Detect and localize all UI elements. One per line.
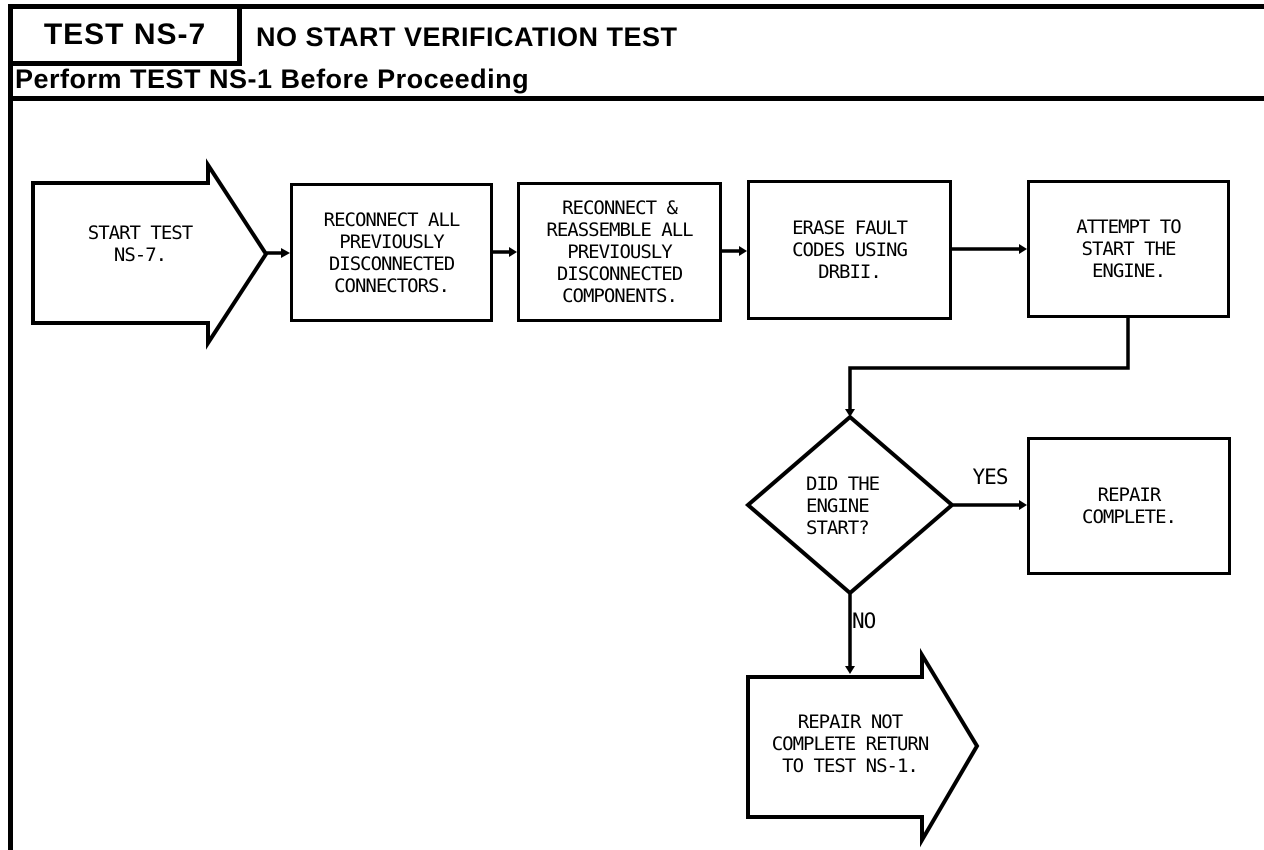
start-node-label: START TEST NS-7. [87, 222, 193, 266]
arrowhead-start-step1 [281, 248, 290, 258]
outcome-label: REPAIR COMPLETE. [1082, 484, 1177, 528]
step-label: RECONNECT & REASSEMBLE ALL PREVIOUSLY DI… [546, 197, 693, 307]
test-id-box: TEST NS-7 [8, 4, 242, 66]
yes-branch-label: YES [972, 465, 1009, 489]
step-label: ERASE FAULT CODES USING DRBII. [792, 217, 908, 283]
step-box-attempt-start: ATTEMPT TO START THE ENGINE. [1027, 180, 1230, 318]
arrowhead-yes [1019, 500, 1027, 510]
step-box-reassemble-components: RECONNECT & REASSEMBLE ALL PREVIOUSLY DI… [517, 182, 722, 322]
arrowhead-no [845, 666, 855, 674]
page-top-border [8, 4, 1264, 9]
step-label: RECONNECT ALL PREVIOUSLY DISCONNECTED CO… [323, 208, 461, 297]
arrowhead-step3-step4 [1019, 244, 1027, 254]
no-branch-label: NO [852, 609, 876, 633]
page-left-border [8, 4, 13, 850]
arrowhead-step2-step3 [739, 246, 747, 256]
arrowhead-step4-decision [845, 409, 855, 417]
connector-step4-decision [848, 318, 1130, 409]
arrowhead-step1-step2 [509, 247, 517, 257]
end-arrow-shape [746, 647, 980, 848]
step-box-erase-fault-codes: ERASE FAULT CODES USING DRBII. [747, 180, 952, 320]
outcome-box-repair-complete: REPAIR COMPLETE. [1027, 437, 1231, 575]
decision-node-label: DID THE ENGINE START? [806, 473, 880, 539]
end-node-label: REPAIR NOT COMPLETE RETURN TO TEST NS-1. [771, 711, 930, 777]
decision-diamond-shape [744, 414, 956, 596]
start-arrow-shape [31, 158, 269, 350]
test-id-label: TEST NS-7 [43, 18, 207, 51]
page-title: NO START VERIFICATION TEST [256, 22, 678, 52]
page-subtitle: Perform TEST NS-1 Before Proceeding [15, 64, 530, 94]
header-divider-rule [8, 96, 1264, 101]
step-box-reconnect-connectors: RECONNECT ALL PREVIOUSLY DISCONNECTED CO… [290, 183, 493, 322]
step-label: ATTEMPT TO START THE ENGINE. [1076, 216, 1181, 282]
